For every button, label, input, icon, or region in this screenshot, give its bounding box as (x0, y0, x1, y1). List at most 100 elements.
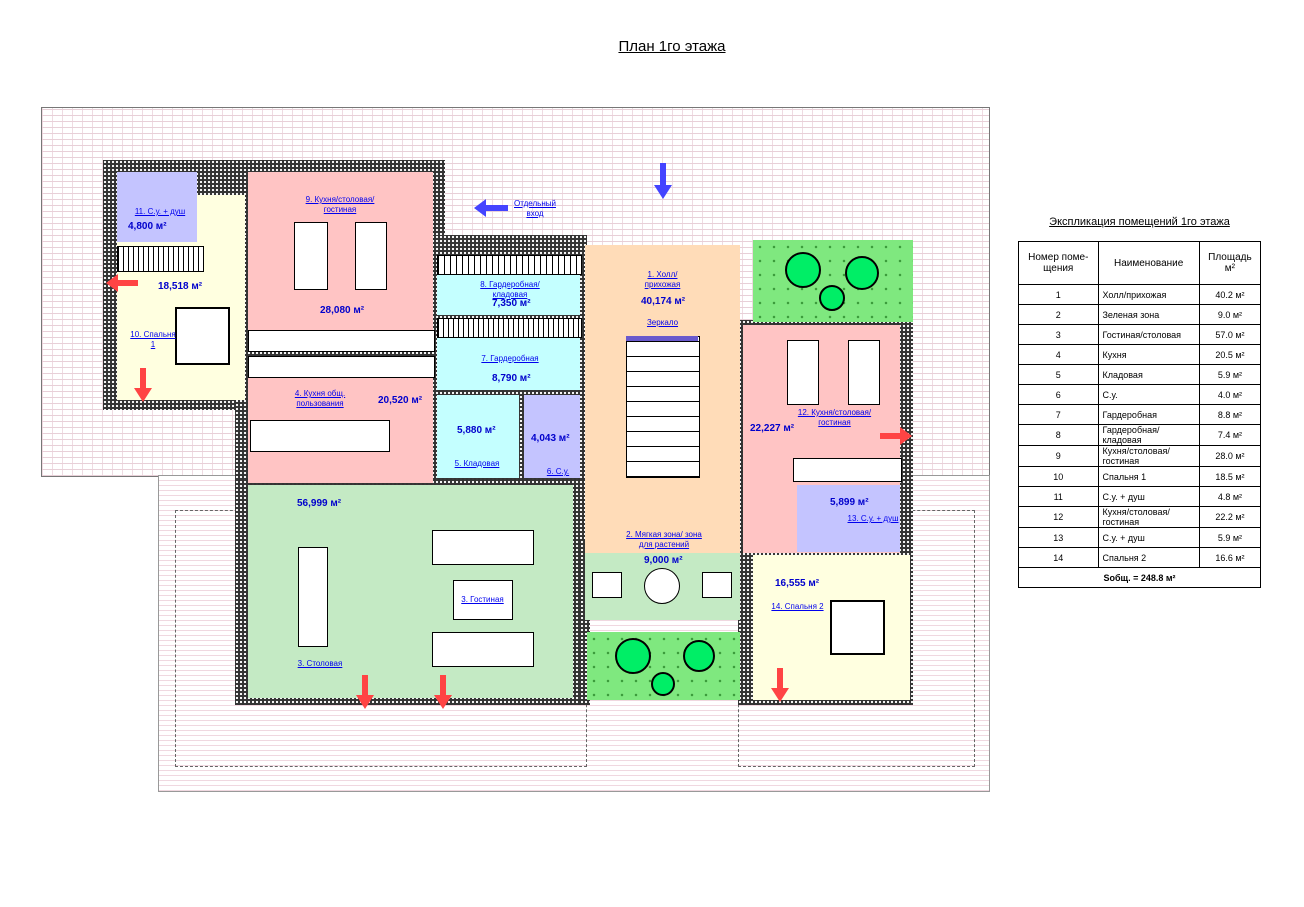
explication-title: Экспликация помещений 1го этажа (1049, 216, 1230, 228)
room-name: Кухня/столовая/гостиная (1097, 445, 1200, 467)
room-number: 7 (1018, 404, 1099, 425)
room-label-6: 6. С.у. (546, 467, 570, 476)
tree-icon (651, 672, 675, 696)
garden-bed (587, 632, 740, 700)
room-name: Кладовая (1097, 364, 1200, 385)
room-number: 11 (1018, 486, 1099, 507)
room-label-10: 10. Спальня 1 (130, 330, 176, 349)
room-number: 10 (1018, 466, 1099, 487)
header-number: Номер поме-щения (1018, 241, 1099, 285)
room-area-9: 28,080 м² (320, 305, 365, 316)
room-area: 22.2 м² (1198, 506, 1262, 528)
room-bathroom-11 (117, 172, 197, 242)
room-number: 13 (1018, 527, 1099, 548)
room-number: 14 (1018, 547, 1099, 568)
dining-table (355, 222, 387, 290)
stair-landing (626, 336, 698, 341)
room-wc-6 (524, 395, 580, 478)
bed (175, 307, 230, 365)
room-area-12: 22,227 м² (750, 423, 795, 434)
sofa (787, 340, 819, 405)
entrance-arrow-left-icon (474, 199, 510, 217)
room-area: 40.2 м² (1198, 284, 1262, 305)
room-number: 6 (1018, 384, 1099, 405)
room-kitchen-9 (248, 172, 433, 330)
room-name: Кухня/столовая/гостиная (1097, 506, 1200, 528)
tree-icon (785, 252, 821, 288)
room-name: Спальня 1 (1097, 466, 1200, 487)
room-area-6: 4,043 м² (531, 433, 570, 444)
room-number: 5 (1018, 364, 1099, 385)
room-number: 8 (1018, 424, 1099, 446)
room-name: Зеленая зона (1097, 304, 1200, 325)
room-number: 4 (1018, 344, 1099, 365)
room-number: 1 (1018, 284, 1099, 305)
room-area-14: 16,555 м² (775, 578, 820, 589)
armchair (592, 572, 622, 598)
room-name: Гардеробная (1097, 404, 1200, 425)
room-number: 12 (1018, 506, 1099, 528)
room-name: Гостиная/столовая (1097, 324, 1200, 345)
separate-entrance-label: Отдельный вход (514, 199, 556, 218)
room-area-1: 40,174 м² (641, 296, 686, 307)
exit-arrow-icon (771, 668, 789, 704)
room-area-3: 56,999 м² (297, 498, 342, 509)
room-number: 3 (1018, 324, 1099, 345)
exit-arrow-icon (880, 427, 914, 445)
dining-table (848, 340, 880, 405)
room-label-12: 12. Кухня/столовая/ гостиная (797, 408, 872, 427)
room-area-8: 7,350 м² (492, 298, 531, 309)
room-label-2: 2. Мягкая зона/ зона для растений (626, 530, 702, 549)
armchair (702, 572, 732, 598)
kitchen-counter (793, 458, 902, 482)
dining-table (298, 547, 328, 647)
room-area: 20.5 м² (1198, 344, 1262, 365)
room-label-5: 5. Кладовая (454, 459, 500, 468)
sofa (432, 632, 534, 667)
room-area-2: 9,000 м² (644, 555, 683, 566)
main-entrance-arrow-down-icon (654, 163, 672, 203)
room-area: 4.0 м² (1198, 384, 1262, 405)
room-area-5: 5,880 м² (457, 425, 496, 436)
room-area: 28.0 м² (1198, 445, 1262, 467)
room-label-4: 4. Кухня общ. пользования (294, 389, 346, 408)
kitchen-counter (248, 330, 435, 352)
room-label-9: 9. Кухня/столовая/ гостиная (305, 195, 375, 214)
room-area: 57.0 м² (1198, 324, 1262, 345)
sofa (432, 530, 534, 565)
room-number: 9 (1018, 445, 1099, 467)
room-label-3-living: 3. Гостиная (461, 595, 504, 604)
room-wardrobe-7 (437, 338, 580, 390)
wardrobe (437, 255, 582, 275)
room-storage-5 (437, 395, 519, 478)
wall (580, 540, 590, 705)
room-name: Спальня 2 (1097, 547, 1200, 568)
exit-arrow-icon (134, 368, 152, 404)
room-label-8: 8. Гардеробная/ кладовая (480, 280, 540, 299)
header-area: Площадь м² (1198, 241, 1262, 285)
header-name: Наименование (1097, 241, 1200, 285)
explication-table: Номер поме-щения Наименование Площадь м²… (1018, 241, 1262, 588)
room-wardrobe-8 (437, 275, 580, 315)
room-area-11: 4,800 м² (128, 221, 167, 232)
room-area: 7.4 м² (1198, 424, 1262, 446)
room-area: 4.8 м² (1198, 486, 1262, 507)
room-name: С.у. (1097, 384, 1200, 405)
room-name: Холл/прихожая (1097, 284, 1200, 305)
mirror-label: Зеркало (646, 318, 679, 327)
room-area-13: 5,899 м² (830, 497, 869, 508)
sofa (294, 222, 328, 290)
exit-arrow-icon (434, 675, 452, 711)
room-area: 18.5 м² (1198, 466, 1262, 487)
page-title: План 1го этажа (618, 38, 726, 55)
tree-icon (683, 640, 715, 672)
room-name: Кухня (1097, 344, 1200, 365)
